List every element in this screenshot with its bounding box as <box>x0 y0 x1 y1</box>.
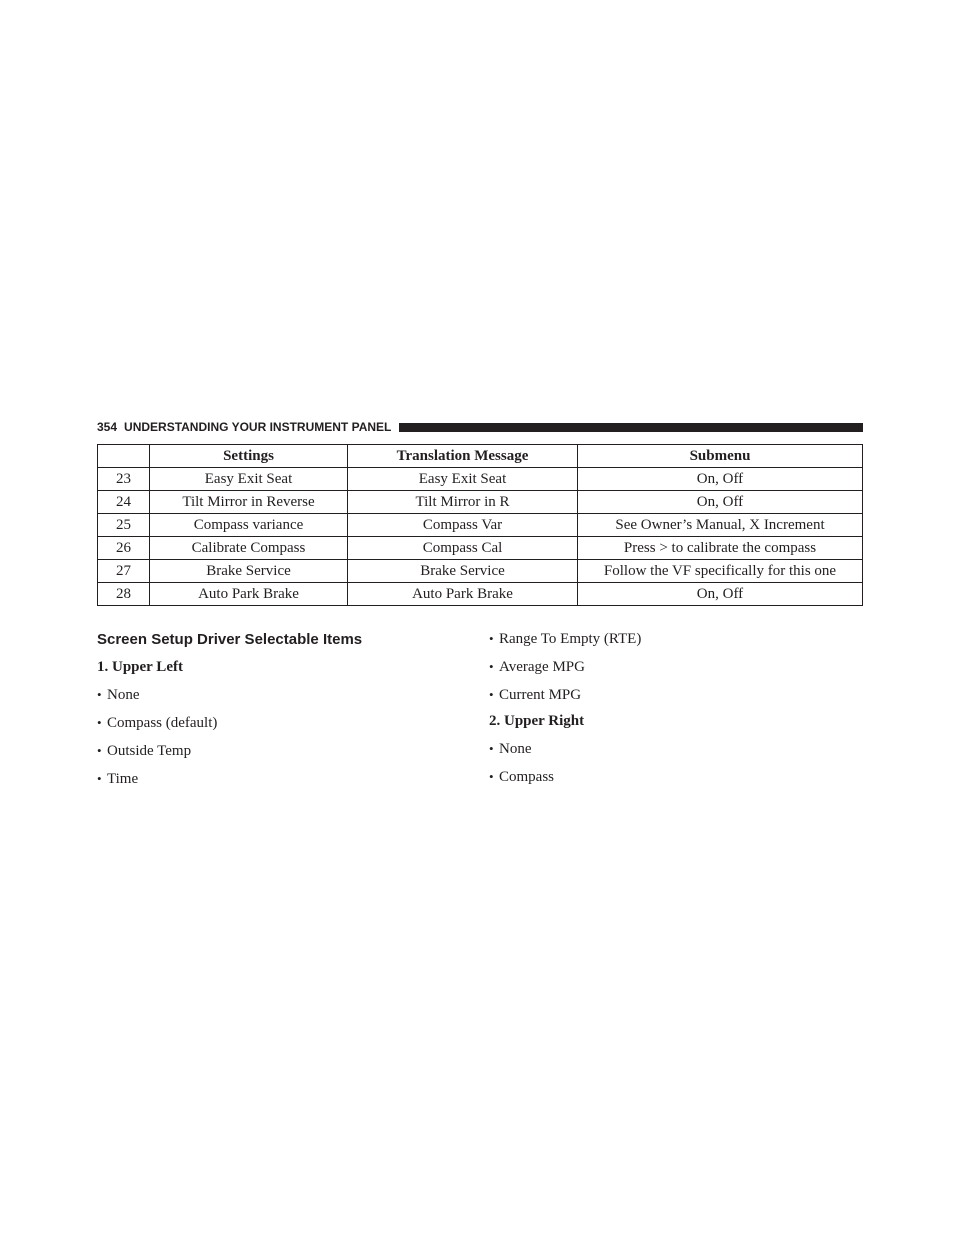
list-item: • Average MPG <box>489 658 859 676</box>
column-header-number <box>97 444 150 468</box>
table-header-row: Settings Translation Message Submenu <box>97 444 863 468</box>
row-submenu: On, Off <box>577 490 863 514</box>
row-submenu: Press > to calibrate the compass <box>577 536 863 560</box>
list-item-label: Outside Temp <box>107 743 192 759</box>
row-submenu: See Owner’s Manual, X Increment <box>577 513 863 537</box>
list-item-label: Compass (default) <box>107 715 218 731</box>
row-setting: Tilt Mirror in Reverse <box>149 490 348 514</box>
list-item: • None <box>489 740 859 758</box>
bullet-icon: • <box>97 687 102 702</box>
page-header: 354 UNDERSTANDING YOUR INSTRUMENT PANEL <box>97 418 863 436</box>
bullet-icon: • <box>489 631 494 646</box>
list-item: • Compass (default) <box>97 714 447 732</box>
table-row: 23 Easy Exit Seat Easy Exit Seat On, Off <box>97 467 863 491</box>
upper-left-heading: 1. Upper Left <box>97 659 183 675</box>
page-number: 354 <box>97 420 118 434</box>
bullet-icon: • <box>97 715 102 730</box>
row-message: Auto Park Brake <box>347 582 578 606</box>
list-item: • Outside Temp <box>97 742 447 760</box>
row-submenu: Follow the VF specifically for this one <box>577 559 863 583</box>
row-number: 25 <box>97 513 150 537</box>
row-message: Easy Exit Seat <box>347 467 578 491</box>
row-setting: Easy Exit Seat <box>149 467 348 491</box>
row-number: 23 <box>97 467 150 491</box>
column-header-submenu: Submenu <box>577 444 863 468</box>
list-item: • Time <box>97 770 447 788</box>
list-item: • Compass <box>489 768 859 786</box>
left-column: Screen Setup Driver Selectable Items 1. … <box>97 630 447 788</box>
section-title: UNDERSTANDING YOUR INSTRUMENT PANEL <box>124 420 392 434</box>
settings-table: Settings Translation Message Submenu 23 … <box>97 444 863 606</box>
row-message: Compass Cal <box>347 536 578 560</box>
bullet-icon: • <box>489 769 494 784</box>
upper-right-heading: 2. Upper Right <box>489 713 585 729</box>
bullet-icon: • <box>97 771 102 786</box>
header-rule <box>399 422 863 432</box>
table-row: 28 Auto Park Brake Auto Park Brake On, O… <box>97 582 863 606</box>
bullet-icon: • <box>489 741 494 756</box>
table-row: 24 Tilt Mirror in Reverse Tilt Mirror in… <box>97 490 863 514</box>
row-message: Compass Var <box>347 513 578 537</box>
row-number: 24 <box>97 490 150 514</box>
row-setting: Brake Service <box>149 559 348 583</box>
list-item: • None <box>97 686 447 704</box>
list-item: • Current MPG <box>489 686 859 704</box>
row-number: 26 <box>97 536 150 560</box>
column-header-settings: Settings <box>149 444 348 468</box>
list-item-label: Time <box>107 771 139 787</box>
list-item-label: None <box>499 741 532 757</box>
bullet-icon: • <box>489 659 494 674</box>
row-submenu: On, Off <box>577 582 863 606</box>
list-item-label: Compass <box>499 769 555 785</box>
bullet-icon: • <box>489 687 494 702</box>
bullet-icon: • <box>97 743 102 758</box>
list-item: • Range To Empty (RTE) <box>489 630 859 648</box>
row-setting: Calibrate Compass <box>149 536 348 560</box>
row-number: 27 <box>97 559 150 583</box>
table-row: 25 Compass variance Compass Var See Owne… <box>97 513 863 537</box>
list-item-label: Current MPG <box>499 687 582 703</box>
table-row: 27 Brake Service Brake Service Follow th… <box>97 559 863 583</box>
row-setting: Compass variance <box>149 513 348 537</box>
list-item-label: Range To Empty (RTE) <box>499 631 642 647</box>
row-message: Brake Service <box>347 559 578 583</box>
list-item-label: None <box>107 687 140 703</box>
row-number: 28 <box>97 582 150 606</box>
row-submenu: On, Off <box>577 467 863 491</box>
list-item-label: Average MPG <box>499 659 585 675</box>
column-header-translation-message: Translation Message <box>347 444 578 468</box>
table-row: 26 Calibrate Compass Compass Cal Press >… <box>97 536 863 560</box>
screen-setup-heading: Screen Setup Driver Selectable Items <box>97 631 363 648</box>
row-setting: Auto Park Brake <box>149 582 348 606</box>
right-column: • Range To Empty (RTE) • Average MPG • C… <box>489 630 859 786</box>
row-message: Tilt Mirror in R <box>347 490 578 514</box>
